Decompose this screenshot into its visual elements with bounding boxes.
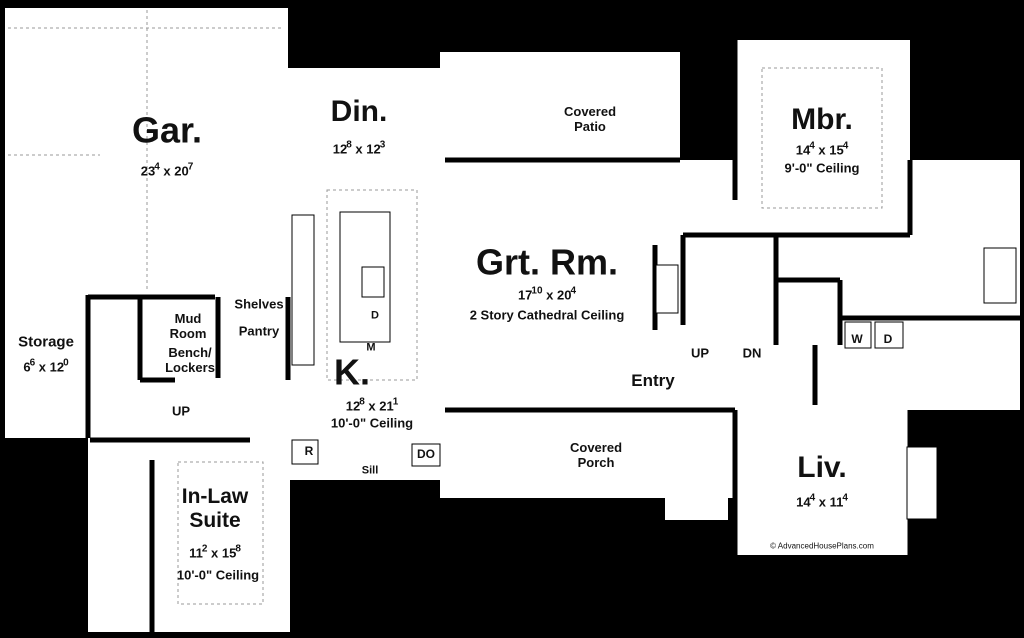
kitchen-label: K. (334, 351, 370, 393)
garage-label: Gar. (131, 109, 203, 151)
kitchen-ceiling: 10'-0" Ceiling (330, 415, 414, 431)
double-oven-label: DO (417, 447, 435, 462)
kitchen-dimensions: 128 x 211 (345, 396, 399, 414)
main-stairs-up-label: UP (690, 345, 710, 361)
shelves-label: Shelves (234, 296, 284, 312)
master-bedroom-label: Mbr. (791, 102, 853, 136)
storage-dimensions: 66 x 120 (23, 357, 69, 375)
living-dimensions: 144 x 114 (796, 492, 848, 510)
great-room-dimensions: 1710 x 204 (517, 285, 577, 303)
pantry-label: Pantry (238, 323, 280, 339)
master-bedroom-ceiling: 9'-0" Ceiling (784, 160, 860, 176)
entry-label: Entry (631, 371, 675, 391)
washer-label: W (851, 332, 863, 347)
dryer-label: D (883, 332, 893, 347)
master-bedroom-dimensions: 144 x 154 (795, 140, 849, 158)
dining-dimensions: 128 x 123 (332, 139, 386, 157)
dishwasher-label: D (371, 309, 379, 322)
great-room-ceiling: 2 Story Cathedral Ceiling (469, 307, 625, 323)
garage-dimensions: 234 x 207 (140, 161, 194, 179)
bench-lockers-label: Bench/Lockers (165, 345, 215, 375)
great-room-label: Grt. Rm. (475, 241, 619, 283)
microwave-label: M (366, 341, 376, 354)
mud-stairs-up-label: UP (171, 403, 191, 419)
dining-label: Din. (330, 94, 388, 128)
refrigerator-label: R (304, 444, 314, 459)
living-label: Liv. (797, 450, 847, 484)
storage-label: Storage (18, 333, 74, 351)
in-law-suite-ceiling: 10'-0" Ceiling (176, 567, 260, 583)
sill-label: Sill (361, 464, 379, 477)
in-law-suite-dimensions: 112 x 158 (189, 543, 241, 561)
watermark: © AdvancedHousePlans.com (770, 541, 874, 551)
main-stairs-down-label: DN (742, 345, 762, 361)
